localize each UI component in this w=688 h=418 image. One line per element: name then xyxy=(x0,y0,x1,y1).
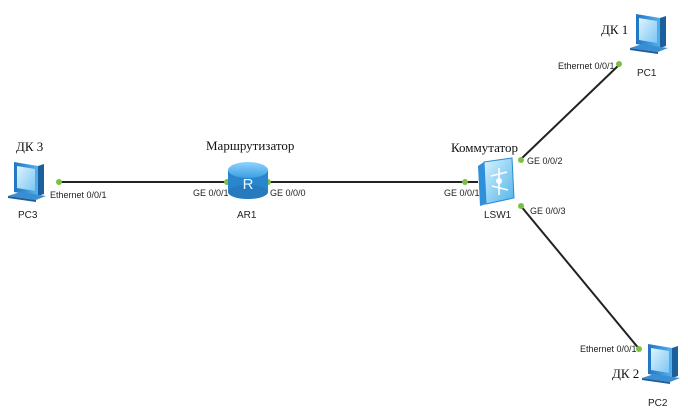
pc2-label: PC2 xyxy=(648,398,668,409)
pc1-device[interactable]: PC1 xyxy=(630,14,668,79)
pc1-label: PC1 xyxy=(637,68,657,79)
pc3-caption: ДК 3 xyxy=(16,139,43,154)
links xyxy=(58,63,641,351)
lsw1-ge002-label: GE 0/0/2 xyxy=(527,156,563,166)
port-dot-pc2-eth xyxy=(636,346,642,352)
link-lsw1-pc1 xyxy=(519,63,621,161)
lsw1-ge001-label: GE 0/0/1 xyxy=(444,188,480,198)
switch-label: LSW1 xyxy=(484,210,512,221)
ar1-ge001-label: GE 0/0/1 xyxy=(193,188,229,198)
pc1-port-label: Ethernet 0/0/1 xyxy=(558,61,615,71)
switch-icon xyxy=(478,157,515,206)
router-icon: R xyxy=(228,162,268,199)
port-dot-pc1-eth xyxy=(616,61,622,67)
link-lsw1-pc2 xyxy=(519,204,641,351)
pc2-port-label: Ethernet 0/0/1 xyxy=(580,344,637,354)
ar1-ge000-label: GE 0/0/0 xyxy=(270,188,306,198)
pc2-device[interactable]: PC2 xyxy=(642,344,680,409)
port-dots xyxy=(56,61,642,352)
pc3-port-label: Ethernet 0/0/1 xyxy=(50,190,107,200)
pc1-caption: ДК 1 xyxy=(601,22,628,37)
pc-icon xyxy=(630,14,668,54)
port-dot-lsw1-ge003 xyxy=(518,203,524,209)
router-caption: Маршрутизатор xyxy=(206,138,294,153)
router-device[interactable]: R AR1 xyxy=(228,162,268,221)
pc2-caption: ДК 2 xyxy=(612,366,639,381)
router-label: AR1 xyxy=(237,210,257,221)
port-dot-lsw1-ge002 xyxy=(518,157,524,163)
port-dot-pc3-eth xyxy=(56,179,62,185)
lsw1-ge003-label: GE 0/0/3 xyxy=(530,206,566,216)
switch-device[interactable]: LSW1 xyxy=(478,157,515,221)
pc-icon xyxy=(642,344,680,384)
port-dot-lsw1-ge001 xyxy=(462,179,468,185)
pc3-label: PC3 xyxy=(18,210,38,221)
router-glyph: R xyxy=(243,176,254,193)
switch-caption: Коммутатор xyxy=(451,140,518,155)
pc3-device[interactable]: PC3 xyxy=(8,162,46,221)
pc-icon xyxy=(8,162,46,202)
